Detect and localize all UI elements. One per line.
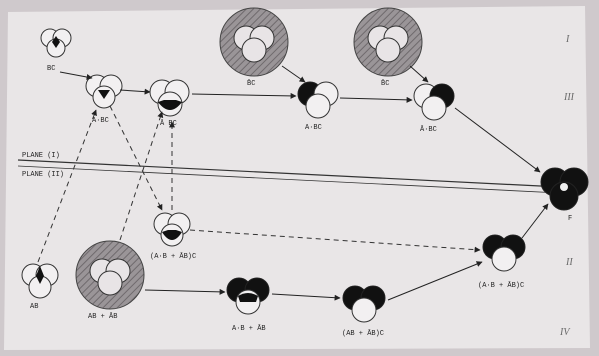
label-row1-d: Ā·BC bbox=[420, 125, 437, 134]
label-final: F bbox=[568, 215, 572, 223]
solid-arrows bbox=[59, 65, 549, 301]
venn-row1-c bbox=[297, 81, 339, 119]
side-mark-3: II bbox=[565, 257, 573, 268]
plane-label-2: PLANE (II) bbox=[22, 171, 64, 179]
venn-row1-a bbox=[85, 74, 123, 109]
venn-bc-top bbox=[40, 28, 72, 58]
venn-bottom-1 bbox=[226, 277, 270, 315]
label-row1-b: Ā BC bbox=[160, 119, 177, 128]
venn-row1-d bbox=[413, 83, 455, 121]
label-bottom-3: (A·B + ĀB)C bbox=[478, 281, 524, 290]
venn-bottom-3 bbox=[482, 234, 526, 272]
label-row1-c: A·BC bbox=[305, 124, 322, 132]
venn-mid-left bbox=[153, 212, 191, 247]
side-mark-4: IV bbox=[559, 327, 571, 338]
label-bottom-2: (AB + ĀB)C bbox=[342, 329, 384, 338]
venn-ab bbox=[21, 263, 59, 299]
label-bc-left: B̄C bbox=[247, 79, 255, 88]
label-bc-right: B̄C bbox=[381, 79, 389, 88]
label-mid-left: (A·B + ĀB)C bbox=[150, 252, 196, 261]
plane-divider bbox=[17, 159, 581, 195]
venn-bottom-2 bbox=[342, 285, 386, 323]
plane-label-1: PLANE (I) bbox=[22, 152, 60, 160]
label-bottom-1: A·B + ĀB bbox=[232, 324, 266, 333]
label-ab-sum: AB + ĀB bbox=[88, 312, 117, 321]
hatched-venn-right bbox=[353, 7, 423, 77]
hatched-venn-left bbox=[219, 7, 289, 77]
venn-row1-b bbox=[149, 79, 190, 117]
label-bc-top: BC bbox=[47, 65, 55, 73]
side-mark-2: III bbox=[563, 92, 575, 103]
hatched-venn-bottom bbox=[75, 240, 145, 310]
label-ab: AB bbox=[30, 303, 38, 311]
dashed-arrows bbox=[37, 105, 481, 263]
side-mark-1: I bbox=[565, 34, 570, 45]
label-row1-a: A·BC bbox=[92, 117, 109, 125]
venn-final bbox=[540, 167, 589, 211]
